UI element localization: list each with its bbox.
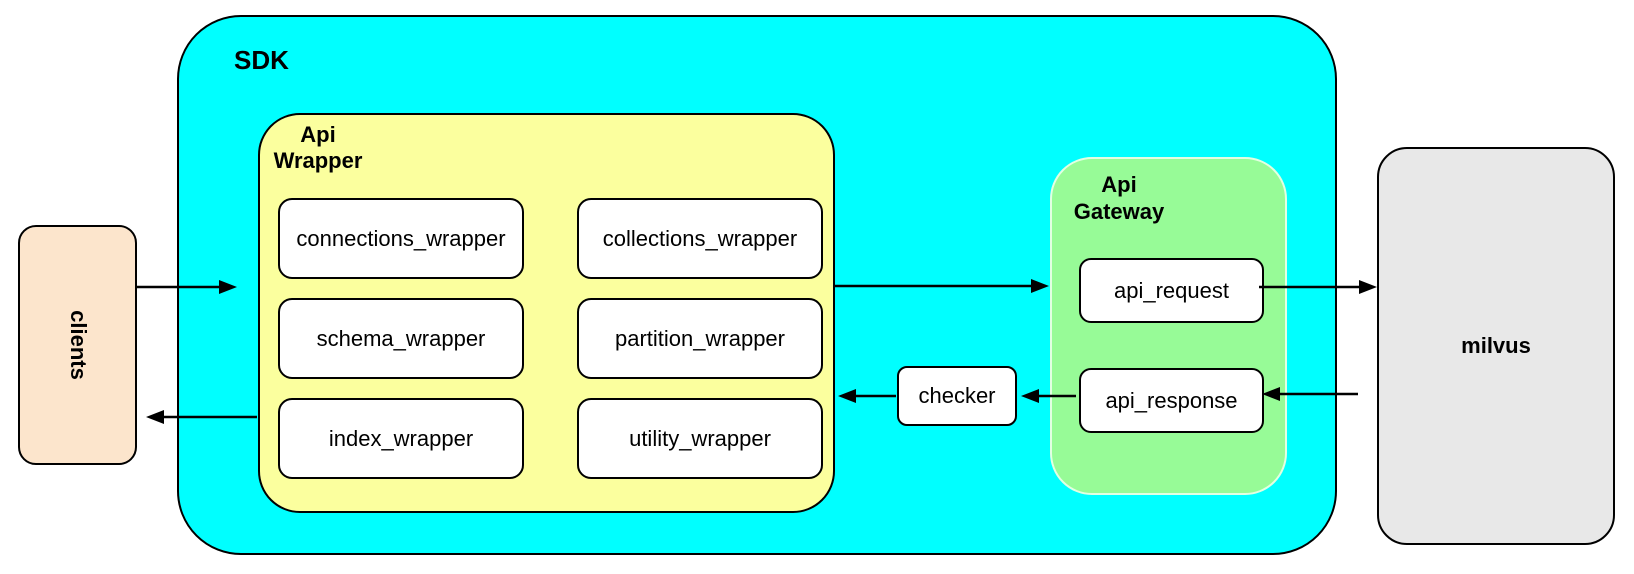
api-wrapper-label: Api Wrapper xyxy=(268,122,368,174)
wrapper-box-connections-label: connections_wrapper xyxy=(296,225,506,251)
api-request-label: api_request xyxy=(1114,277,1229,303)
wrapper-box-partition: partition_wrapper xyxy=(577,298,823,379)
milvus-label: milvus xyxy=(1461,333,1531,358)
wrapper-box-index-label: index_wrapper xyxy=(328,425,474,451)
wrapper-box-collections: collections_wrapper xyxy=(577,198,823,279)
wrapper-box-utility: utility_wrapper xyxy=(577,398,823,479)
clients-node: clients xyxy=(18,225,137,465)
wrapper-box-connections: connections_wrapper xyxy=(278,198,524,279)
api-gateway-label: Api Gateway xyxy=(1064,171,1174,225)
wrapper-box-index: index_wrapper xyxy=(278,398,524,479)
checker-label: checker xyxy=(918,383,996,408)
api-response-label: api_response xyxy=(1105,387,1238,413)
api-gateway-label-line1: Api xyxy=(1101,172,1137,197)
milvus-node: milvus xyxy=(1377,147,1615,545)
api-wrapper-container: Api Wrapper connections_wrapper collecti… xyxy=(258,113,835,513)
clients-label: clients xyxy=(65,310,91,380)
api-wrapper-label-line1: Api xyxy=(300,122,336,147)
wrapper-box-collections-label: collections_wrapper xyxy=(602,225,798,251)
api-response-node: api_response xyxy=(1079,368,1264,433)
sdk-label: SDK xyxy=(234,45,289,75)
api-gateway-container: Api Gateway api_request api_response xyxy=(1050,157,1287,495)
wrapper-box-schema: schema_wrapper xyxy=(278,298,524,379)
wrapper-box-utility-label: utility_wrapper xyxy=(629,425,771,451)
wrapper-box-schema-label: schema_wrapper xyxy=(316,325,486,351)
api-wrapper-label-line2: Wrapper xyxy=(273,148,363,173)
checker-node: checker xyxy=(897,366,1017,426)
wrapper-box-partition-label: partition_wrapper xyxy=(615,325,785,351)
api-request-node: api_request xyxy=(1079,258,1264,323)
api-gateway-label-line2: Gateway xyxy=(1073,199,1165,224)
